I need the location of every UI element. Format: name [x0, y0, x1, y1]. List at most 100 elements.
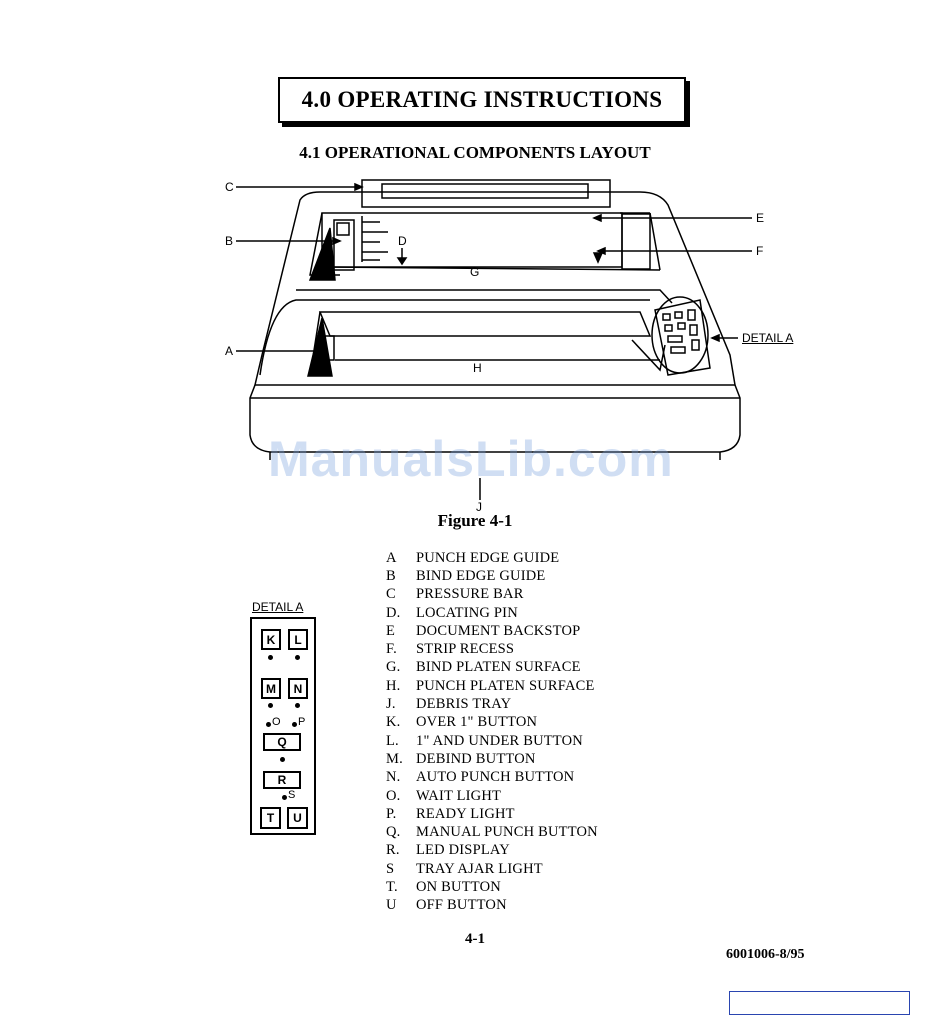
callout-h: H — [473, 361, 482, 375]
legend-letter: A — [386, 549, 397, 566]
key-u: U — [287, 807, 308, 829]
detail-a-title: DETAIL A — [252, 600, 304, 614]
legend-text: OFF BUTTON — [416, 897, 507, 914]
callout-detail-a: DETAIL A — [742, 331, 794, 345]
legend-text: 1" AND UNDER BUTTON — [416, 732, 583, 749]
indicator-dot — [268, 703, 273, 708]
legend-text: TRAY AJAR LIGHT — [416, 860, 543, 877]
legend-letter: U — [386, 897, 397, 914]
legend-letter: B — [386, 567, 396, 584]
legend-text: WAIT LIGHT — [416, 787, 502, 804]
document-code: 6001006-8/95 — [726, 947, 805, 962]
legend-text: LED DISPLAY — [416, 842, 510, 859]
legend-letter: N. — [386, 769, 401, 786]
legend-letter: M. — [386, 750, 403, 767]
callout-e: E — [756, 211, 765, 225]
page-title: 4.0 OPERATING INSTRUCTIONS — [301, 87, 663, 112]
legend-text: PUNCH PLATEN SURFACE — [416, 677, 595, 694]
legend-text: DOCUMENT BACKSTOP — [416, 622, 581, 639]
legend-text: LOCATING PIN — [416, 604, 518, 621]
legend-text: STRIP RECESS — [416, 641, 515, 658]
callout-a: A — [225, 344, 234, 358]
legend-item: U OFF BUTTON — [386, 897, 598, 915]
key-t: T — [260, 807, 281, 829]
legend-text: BIND PLATEN SURFACE — [416, 659, 581, 676]
legend-item: N. AUTO PUNCH BUTTON — [386, 769, 598, 787]
machine-front-base — [249, 384, 741, 453]
callout-f: F — [756, 244, 764, 258]
legend-text: DEBRIS TRAY — [416, 696, 512, 713]
legend-item: D. LOCATING PIN — [386, 604, 598, 622]
legend-item: Q. MANUAL PUNCH BUTTON — [386, 823, 598, 841]
legend-letter: Q. — [386, 824, 401, 841]
machine-illustration — [236, 179, 752, 500]
ready-light-label: P — [298, 716, 306, 728]
legend-letter: D. — [386, 604, 401, 621]
legend-item: T. ON BUTTON — [386, 878, 598, 896]
figure-caption: Figure 4-1 — [437, 511, 513, 530]
pressure-bar — [361, 179, 611, 208]
legend-letter: H. — [386, 677, 401, 694]
legend-item: L. 1" AND UNDER BUTTON — [386, 732, 598, 750]
legend-text: PUNCH EDGE GUIDE — [416, 549, 560, 566]
key-r: R — [263, 771, 301, 789]
legend-item: A PUNCH EDGE GUIDE — [386, 549, 598, 567]
page-number: 4-1 — [465, 931, 485, 947]
indicator-dot — [295, 703, 300, 708]
indicator-dot — [268, 655, 273, 660]
legend-item: B BIND EDGE GUIDE — [386, 567, 598, 585]
legend-text: ON BUTTON — [416, 878, 501, 895]
corner-frame — [729, 991, 910, 1015]
legend-text: AUTO PUNCH BUTTON — [416, 769, 575, 786]
legend-item: F. STRIP RECESS — [386, 640, 598, 658]
legend-letter: F. — [386, 641, 397, 658]
key-l: L — [288, 629, 308, 650]
legend-letter: J. — [386, 696, 396, 713]
legend-item: M. DEBIND BUTTON — [386, 750, 598, 768]
legend-item: P. READY LIGHT — [386, 805, 598, 823]
legend-item: O. WAIT LIGHT — [386, 787, 598, 805]
legend-text: PRESSURE BAR — [416, 586, 524, 603]
wait-light-dot — [266, 722, 271, 727]
tray-ajar-light-dot — [282, 795, 287, 800]
tray-ajar-light-label: S — [288, 789, 296, 801]
machine-body-outline — [254, 191, 736, 386]
detail-a-panel: K L M N O P Q R S T U — [250, 617, 316, 835]
legend-item: K. OVER 1" BUTTON — [386, 714, 598, 732]
legend-text: BIND EDGE GUIDE — [416, 567, 546, 584]
legend-text: OVER 1" BUTTON — [416, 714, 538, 731]
legend-item: E DOCUMENT BACKSTOP — [386, 622, 598, 640]
legend-letter: K. — [386, 714, 401, 731]
legend-letter: E — [386, 622, 396, 639]
key-q: Q — [263, 733, 301, 751]
key-k: K — [261, 629, 281, 650]
legend-letter: T. — [386, 878, 398, 895]
callout-b: B — [225, 234, 234, 248]
legend-item: R. LED DISPLAY — [386, 842, 598, 860]
legend-text: MANUAL PUNCH BUTTON — [416, 824, 598, 841]
section-title-box: 4.0 OPERATING INSTRUCTIONS — [278, 77, 686, 123]
indicator-dot — [280, 757, 285, 762]
callout-g: G — [470, 265, 480, 279]
section-subtitle: 4.1 OPERATIONAL COMPONENTS LAYOUT — [299, 143, 651, 162]
key-m: M — [261, 678, 281, 699]
legend-letter: G. — [386, 659, 401, 676]
wait-light-label: O — [272, 716, 281, 728]
legend-text: READY LIGHT — [416, 805, 515, 822]
callout-j: J — [476, 500, 482, 514]
legend-item: H. PUNCH PLATEN SURFACE — [386, 677, 598, 695]
callout-c: C — [225, 180, 234, 194]
indicator-dot — [295, 655, 300, 660]
legend-text: DEBIND BUTTON — [416, 750, 536, 767]
legend-item: J. DEBRIS TRAY — [386, 695, 598, 713]
legend-letter: R. — [386, 842, 400, 859]
legend-item: G. BIND PLATEN SURFACE — [386, 659, 598, 677]
legend-letter: L. — [386, 732, 399, 749]
legend-letter: P. — [386, 805, 397, 822]
legend-letter: O. — [386, 787, 401, 804]
ready-light-dot — [292, 722, 297, 727]
callout-d: D — [398, 234, 407, 248]
